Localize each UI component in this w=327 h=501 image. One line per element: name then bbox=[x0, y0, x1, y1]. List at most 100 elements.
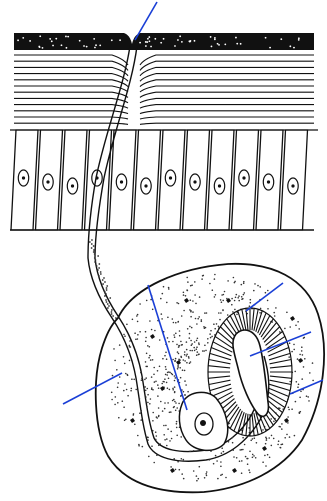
capsule-dot bbox=[145, 396, 147, 398]
capsule-dot bbox=[135, 389, 137, 391]
capsule-dot bbox=[131, 378, 133, 380]
capsule-dot bbox=[184, 354, 186, 356]
capsule-dot bbox=[180, 377, 182, 379]
capsule-dot bbox=[236, 294, 238, 296]
capsule-dot bbox=[196, 346, 198, 348]
capsule-dot bbox=[184, 370, 186, 372]
nucleated-cell bbox=[179, 392, 227, 450]
duct-dot bbox=[108, 305, 110, 307]
capsule-dot bbox=[241, 284, 243, 286]
capsule-dot bbox=[304, 358, 306, 360]
capsule-dot bbox=[159, 443, 161, 445]
capsule-dot bbox=[158, 445, 160, 447]
capsule-dot bbox=[183, 310, 185, 312]
capsule-dot bbox=[133, 379, 135, 381]
capsule-dot bbox=[176, 421, 178, 423]
capsule-dot bbox=[300, 391, 302, 393]
capsule-dot bbox=[159, 366, 161, 368]
capsule-dot bbox=[144, 379, 146, 381]
capsule-dot bbox=[135, 339, 137, 341]
capsule-dot bbox=[293, 349, 295, 351]
capsule-dot bbox=[166, 438, 168, 440]
capsule-dot bbox=[287, 416, 289, 418]
cuticle-speck bbox=[163, 38, 165, 40]
capsule-dot bbox=[262, 461, 264, 463]
lamella-line bbox=[14, 55, 128, 65]
capsule-dot bbox=[119, 376, 121, 378]
cuticle-speck bbox=[119, 39, 121, 41]
capsule-dot bbox=[223, 451, 225, 453]
duct-dot bbox=[91, 247, 93, 249]
lamellae-lines bbox=[14, 55, 314, 124]
capsule-dot bbox=[181, 315, 183, 317]
capsule-dot bbox=[278, 440, 280, 442]
capsule-dot bbox=[214, 328, 216, 330]
duct-dot bbox=[102, 283, 104, 285]
columnar-cell bbox=[256, 130, 283, 230]
capsule-dot bbox=[165, 352, 167, 354]
striation bbox=[270, 376, 292, 378]
cuticle-speck bbox=[181, 41, 183, 43]
capsule-dot bbox=[116, 369, 118, 371]
cell-nucleolus bbox=[46, 180, 49, 183]
capsule-dot bbox=[147, 439, 149, 441]
capsule-dot bbox=[153, 374, 155, 376]
duct-dot bbox=[106, 289, 108, 291]
capsule-dot bbox=[196, 480, 198, 482]
capsule-dot bbox=[140, 372, 142, 374]
capsule-dot bbox=[281, 423, 283, 425]
capsule-dot bbox=[183, 391, 185, 393]
columnar-cell bbox=[281, 130, 308, 230]
capsule-dot bbox=[156, 435, 158, 437]
capsule-dot bbox=[289, 436, 291, 438]
capsule-dot bbox=[209, 333, 211, 335]
cuticle-speck bbox=[94, 47, 96, 49]
capsule-dot bbox=[145, 377, 147, 379]
cuticle-speck bbox=[22, 37, 24, 39]
capsule-dot bbox=[139, 331, 141, 333]
capsule-dot bbox=[191, 343, 193, 345]
capsule-dot bbox=[159, 339, 161, 341]
columnar-cells bbox=[10, 130, 318, 230]
duct-dot bbox=[98, 275, 100, 277]
capsule-dot bbox=[158, 415, 160, 417]
capsule-dot bbox=[129, 340, 131, 342]
duct-dot bbox=[107, 303, 109, 305]
capsule-dot bbox=[187, 290, 189, 292]
capsule-dot bbox=[146, 353, 148, 355]
capsule-dot bbox=[184, 360, 186, 362]
capsule-dot bbox=[267, 308, 269, 310]
capsule-dot bbox=[297, 386, 299, 388]
capsule-dot bbox=[180, 341, 182, 343]
capsule-dot bbox=[198, 478, 200, 480]
capsule-dot bbox=[157, 395, 159, 397]
capsule-dot bbox=[298, 384, 300, 386]
cuticle-speck bbox=[293, 47, 295, 49]
lamella-line bbox=[14, 86, 128, 92]
capsule-dot bbox=[172, 341, 174, 343]
cell-nucleolus bbox=[200, 420, 206, 426]
capsule-dot bbox=[186, 362, 188, 364]
lamella-line bbox=[14, 105, 128, 109]
capsule-dot bbox=[175, 402, 177, 404]
striation bbox=[208, 366, 230, 368]
capsule-dot bbox=[218, 326, 220, 328]
capsule-dot bbox=[148, 456, 150, 458]
capsule-dot bbox=[301, 350, 303, 352]
capsule-dot bbox=[266, 439, 268, 441]
cell-nucleolus bbox=[291, 184, 294, 187]
capsule-dot bbox=[221, 447, 223, 449]
capsule-dot bbox=[213, 463, 215, 465]
duct-dot bbox=[91, 239, 93, 241]
capsule-dot bbox=[152, 430, 154, 432]
capsule-dot bbox=[190, 316, 192, 318]
capsule-dot bbox=[166, 445, 168, 447]
capsule-dot bbox=[234, 309, 236, 311]
cuticle-speck bbox=[99, 44, 101, 46]
capsule-dot bbox=[254, 437, 256, 439]
capsule-dot bbox=[262, 429, 264, 431]
cell-nucleus-pointer bbox=[148, 285, 187, 410]
capsule-dot bbox=[197, 318, 199, 320]
capsule-dot bbox=[201, 278, 203, 280]
